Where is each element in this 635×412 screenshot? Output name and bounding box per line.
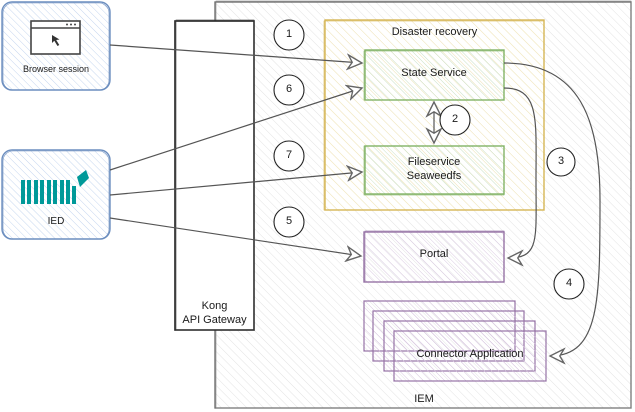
gateway-label-line2: API Gateway <box>182 314 247 326</box>
step-5-marker <box>273 206 305 238</box>
edge-6-ied-to-state <box>109 88 362 171</box>
step-7-label: 7 <box>285 149 293 161</box>
step-3-marker <box>546 147 576 177</box>
fileservice-node[interactable] <box>363 145 505 196</box>
step-3-label: 3 <box>557 155 565 167</box>
connector-application-node[interactable] <box>363 300 547 382</box>
edge-7-ied-to-fileservice <box>109 172 362 196</box>
step-2-marker <box>439 104 471 136</box>
ied-device-icon <box>21 170 89 204</box>
iem-label: IEM <box>414 393 434 405</box>
connector-application-label: Connector Application <box>416 348 524 360</box>
state-service-node[interactable] <box>363 49 505 101</box>
step-1-marker <box>273 19 305 51</box>
step-4-label: 4 <box>565 277 573 289</box>
edges <box>109 44 601 356</box>
edge-4-state-to-connector <box>503 62 601 356</box>
edge-5-ied-to-portal <box>109 217 361 256</box>
browser-session-label: Browser session <box>22 64 90 74</box>
kong-api-gateway-node[interactable] <box>174 19 255 331</box>
step-6-marker <box>273 74 305 106</box>
step-5-label: 5 <box>285 215 293 227</box>
ied-node[interactable] <box>1 149 111 240</box>
edge-3-state-to-portal <box>503 87 537 258</box>
step-2-label: 2 <box>451 113 459 125</box>
ied-label: IED <box>47 216 65 227</box>
step-4-marker <box>553 268 585 300</box>
step-markers <box>273 19 585 300</box>
fileservice-label-line2: Seaweedfs <box>406 170 462 182</box>
browser-window-cursor-icon <box>30 20 81 55</box>
step-6-label: 6 <box>285 83 293 95</box>
state-service-label: State Service <box>401 67 467 79</box>
portal-label: Portal <box>419 248 449 260</box>
edge-1-browser-to-state <box>109 44 362 63</box>
browser-session-node[interactable] <box>1 1 111 91</box>
disaster-recovery-label: Disaster recovery <box>391 26 478 38</box>
step-7-marker <box>273 140 305 172</box>
gateway-label-line1: Kong <box>201 300 228 312</box>
fileservice-label-line1: Fileservice <box>407 156 461 168</box>
step-1-label: 1 <box>285 28 293 40</box>
portal-node[interactable] <box>363 230 505 283</box>
